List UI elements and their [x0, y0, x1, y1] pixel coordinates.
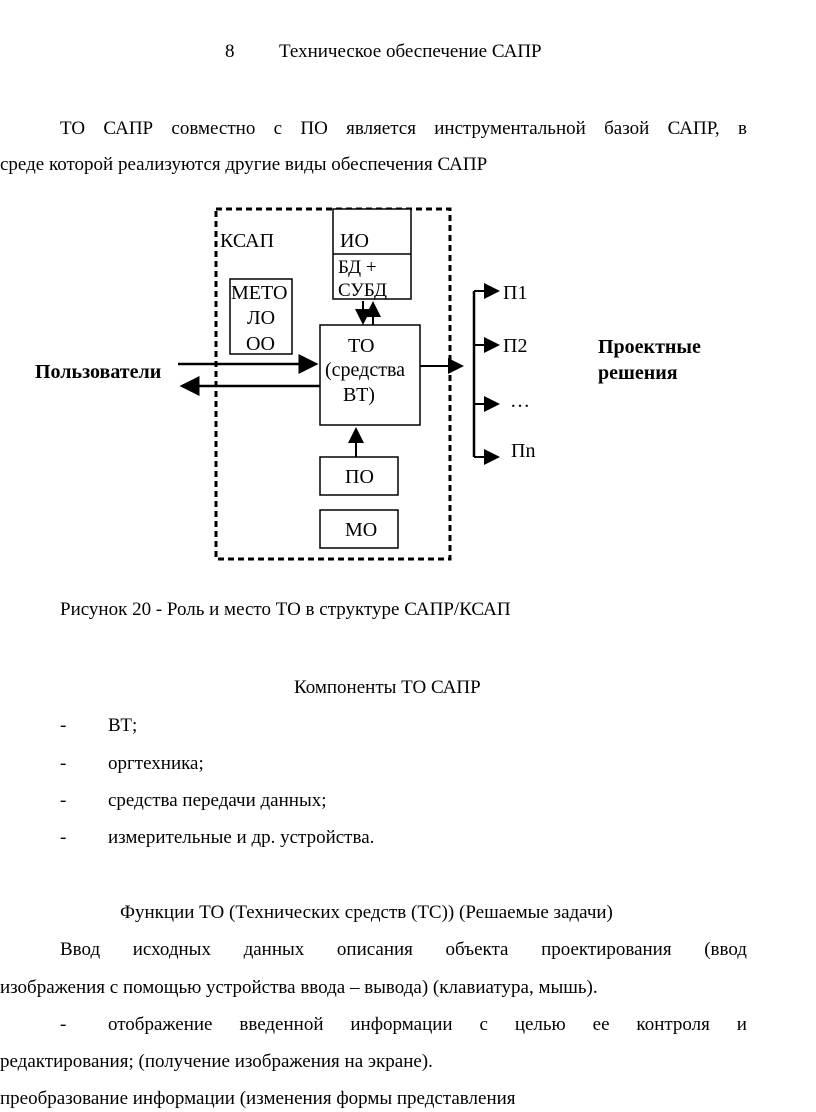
word: ТО — [60, 118, 86, 139]
users-label: Пользователи — [35, 361, 161, 383]
p2-label: П2 — [503, 335, 527, 357]
word: введенной — [239, 1014, 324, 1035]
functions-p1-line-1: Ввод исходных данных описания объекта проекти… — [60, 938, 747, 962]
pdots-label: … — [510, 390, 530, 412]
functions-p1-line-2: изображения с помощью устройства ввода –… — [0, 977, 598, 998]
functions-p2-line-2: редактирования; (получение изображения н… — [0, 1051, 433, 1072]
word: и — [736, 1014, 747, 1035]
word: САПР, — [667, 118, 720, 139]
mo-box — [319, 509, 399, 549]
word: описания — [336, 939, 413, 960]
ksap-label: КСАП — [220, 230, 274, 252]
word: информации — [350, 1014, 453, 1035]
pn-label: Пn — [511, 440, 535, 462]
list-bullet: - — [60, 790, 67, 811]
p1-label: П1 — [503, 282, 527, 304]
figure-caption: Рисунок 20 - Роль и место ТО в структуре… — [60, 599, 511, 620]
bd-label: БД + — [338, 257, 377, 278]
meto-label-2: ЛО — [247, 307, 275, 329]
functions-p2-line-1: отображение введенной информации с целью ее ко… — [108, 1013, 747, 1037]
subd-label: СУБД — [338, 280, 387, 301]
word: (ввод — [704, 939, 747, 960]
word: совместно — [171, 118, 256, 139]
result-label-1: Проектные — [598, 336, 701, 358]
to-label-2: (средства — [325, 359, 405, 381]
ksap-boundary — [214, 207, 452, 561]
mo-label: МО — [345, 519, 377, 541]
word: является — [346, 118, 416, 139]
meto-label-1: МЕТО — [231, 282, 287, 304]
list-item: оргтехника; — [108, 753, 204, 774]
list-bullet: - — [60, 753, 67, 774]
meto-box — [229, 278, 293, 355]
word: целью — [514, 1014, 566, 1035]
page-title: Техническое обеспечение САПР — [279, 41, 542, 62]
list-item: измерительные и др. устройства. — [108, 827, 375, 848]
to-label-1: ТО — [348, 335, 374, 357]
result-label-2: решения — [598, 362, 678, 384]
word: с — [479, 1014, 488, 1035]
word: исходных — [132, 939, 211, 960]
word: проектирования — [541, 939, 672, 960]
word: данных — [243, 939, 305, 960]
list-bullet: - — [60, 827, 67, 848]
word: в — [737, 118, 747, 139]
word: контроля — [636, 1014, 710, 1035]
list-item: ВТ; — [108, 715, 138, 736]
functions-p3-line-1: преобразование информации (изменения фор… — [0, 1088, 516, 1109]
word: с — [273, 118, 283, 139]
io-label: ИО — [340, 230, 369, 252]
word: Ввод — [60, 939, 101, 960]
po-box — [319, 456, 399, 496]
word: объекта — [445, 939, 509, 960]
list-bullet: - — [60, 715, 67, 736]
word: базой — [604, 118, 650, 139]
page-number: 8 — [225, 41, 235, 62]
word: САПР — [103, 118, 154, 139]
components-heading: Компоненты ТО САПР — [294, 677, 481, 698]
word: отображение — [108, 1014, 213, 1035]
word: ПО — [300, 118, 328, 139]
to-label-3: ВТ) — [343, 384, 375, 406]
list-bullet: - — [60, 1014, 67, 1035]
ksap-diagram: КСАП ИО БД + СУБД МЕТО ЛО ОО ТО (средств… — [35, 207, 701, 561]
list-item: средства передачи данных; — [108, 790, 327, 811]
po-label: ПО — [345, 466, 374, 488]
word: ее — [592, 1014, 610, 1035]
intro-line-2: среде которой реализуются другие виды об… — [0, 154, 488, 175]
word: инструментальной — [434, 118, 586, 139]
intro-line-1: ТО САПР совместно с ПО является инструментальн… — [60, 117, 747, 141]
functions-heading: Функции ТО (Технических средств (ТС)) (Р… — [120, 902, 613, 923]
to-box — [319, 324, 421, 426]
meto-label-3: ОО — [246, 333, 275, 355]
